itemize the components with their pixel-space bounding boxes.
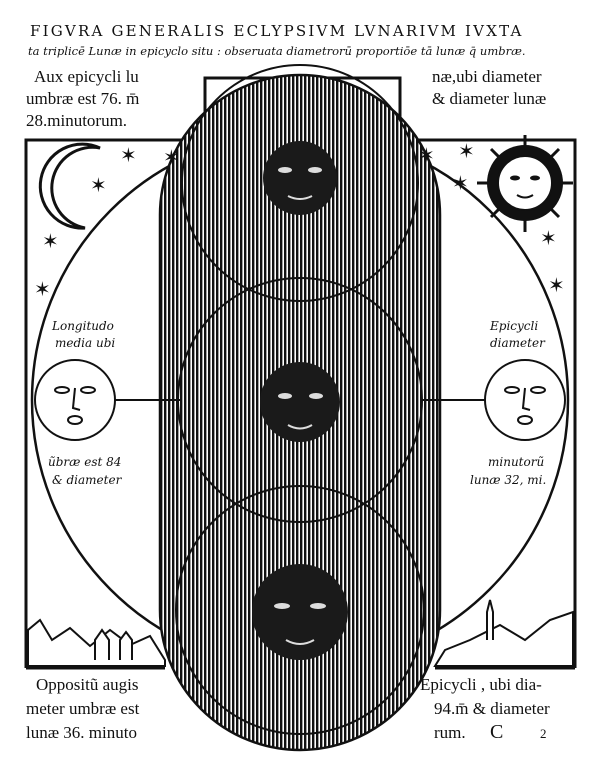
town-right [433,599,574,667]
star-icon: ✶ [42,229,59,253]
svg-text:Oppositũ augis: Oppositũ augis [36,675,138,694]
eclipsed-moon-bottom [252,564,348,660]
svg-text:& diameter: & diameter [52,473,123,487]
star-icon: ✶ [548,273,565,297]
svg-text:Epicycli , ubi dia-: Epicycli , ubi dia- [420,675,542,694]
svg-text:& diameter lunæ: & diameter lunæ [432,89,546,108]
bottom-right-caption: Epicycli , ubi dia- 94.m̄ & diameter rum… [420,675,550,743]
star-icon: ✶ [540,226,557,250]
star-icon: ✶ [34,277,51,301]
stars: ✶ ✶ ✶ ✶ ✶ ✶ ✶ ✶ ✶ ✶ [34,139,565,301]
svg-text:næ,ubi diameter: næ,ubi diameter [432,67,542,86]
svg-text:Aux epicycli lu: Aux epicycli lu [34,67,139,86]
sun-icon [477,135,573,232]
svg-text:ũbræ est 84: ũbræ est 84 [48,455,121,469]
inner-right-top-label: Epicycli diameter [489,319,546,350]
epicycle-bottom [175,485,425,735]
eclipsed-moon-top [263,141,337,215]
crescent-moon-icon [38,142,101,230]
title: FIGVRA GENERALIS ECLYPSIVM LVNARIVM IVXT… [30,22,524,40]
star-icon: ✶ [163,145,180,169]
signature-mark: C [490,721,503,743]
town-left [27,618,166,667]
svg-text:Epicycli: Epicycli [489,319,538,333]
star-icon: ✶ [90,173,107,197]
star-icon: ✶ [458,139,475,163]
svg-text:minutorũ: minutorũ [488,455,544,469]
svg-text:rum.: rum. [434,723,466,742]
top-left-caption: Aux epicycli lu umbræ est 76. m̄ 28.minu… [26,67,139,130]
inner-left-bottom-label: ũbræ est 84 & diameter [48,455,123,487]
full-moon-left [34,359,116,441]
bottom-left-caption: Oppositũ augis meter umbræ est lunæ 36. … [26,675,140,742]
eclipsed-moon-middle [260,362,340,442]
svg-text:lunæ 32, mi.: lunæ 32, mi. [470,473,546,487]
epicycle-top [181,64,419,302]
full-moon-right [484,359,566,441]
signature-number: 2 [540,726,547,741]
inner-right-bottom-label: minutorũ lunæ 32, mi. [470,455,546,487]
top-right-caption: næ,ubi diameter & diameter lunæ [432,67,546,108]
frame [24,76,577,670]
star-icon: ✶ [120,143,137,167]
subtitle: ta triplicē Lunæ in epicyclo situ : obse… [28,44,526,58]
epicycles [115,64,485,735]
svg-text:umbræ est 76. m̄: umbræ est 76. m̄ [26,89,139,108]
inner-left-top-label: Longitudo media ubi [51,319,115,350]
svg-text:94.m̄ & diameter: 94.m̄ & diameter [434,699,550,718]
svg-text:lunæ 36. minuto: lunæ 36. minuto [26,723,137,742]
svg-text:diameter: diameter [490,336,546,350]
svg-text:media ubi: media ubi [55,336,115,350]
svg-text:Longitudo: Longitudo [51,319,114,333]
svg-text:meter umbræ est: meter umbræ est [26,699,140,718]
star-icon: ✶ [418,143,435,167]
svg-text:28.minutorum.: 28.minutorum. [26,111,127,130]
star-icon: ✶ [452,171,469,195]
